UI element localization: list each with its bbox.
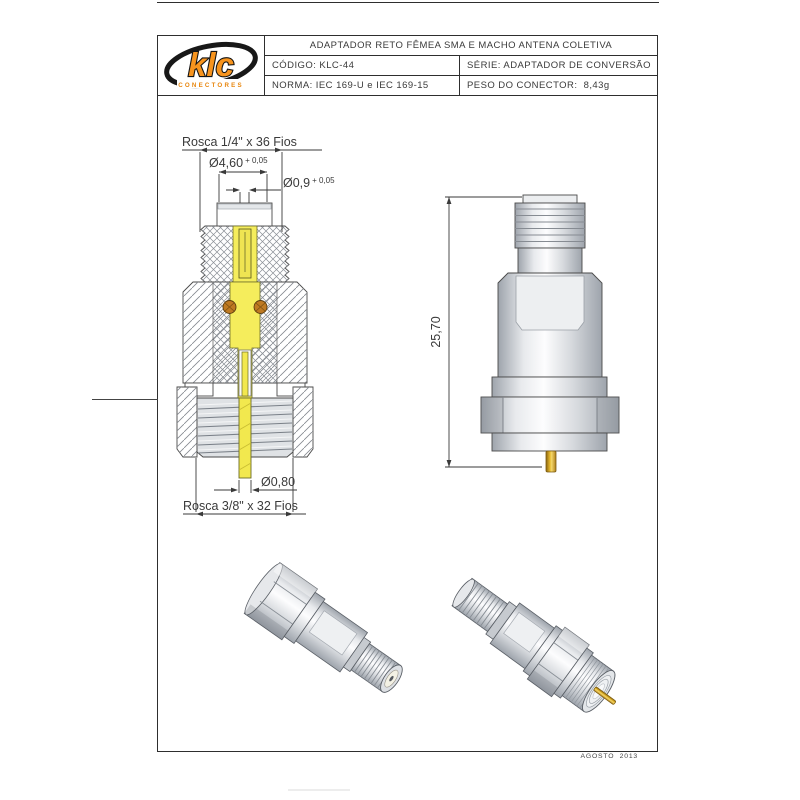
dia-pin-ext-lines bbox=[238, 480, 252, 493]
logo-subtitle-band bbox=[176, 78, 245, 88]
thread-bottom-ext-lines bbox=[195, 458, 294, 512]
iso1-hex-endcap bbox=[244, 563, 283, 616]
klc-logo: klc CONECTORES bbox=[163, 41, 258, 89]
arrow-right-icon bbox=[275, 147, 282, 153]
peso-cell: PESO DO CONECTOR: 8,43g bbox=[460, 76, 657, 95]
codigo-serie-row: CÓDIGO: KLC-44 SÉRIE: ADAPTADOR DE CONVE… bbox=[265, 56, 657, 76]
section-seal-left bbox=[222, 300, 237, 314]
arrow-left-icon bbox=[252, 487, 259, 493]
iso2-hex-facets bbox=[538, 642, 579, 682]
title-row: ADAPTADOR RETO FÊMEA SMA E MACHO ANTENA … bbox=[265, 36, 657, 56]
iso2-thread-endcap bbox=[452, 578, 475, 608]
side-collar bbox=[517, 247, 583, 274]
thread-bottom-label: Rosca 3/8" x 32 Fios bbox=[183, 499, 298, 513]
arrow-right-icon bbox=[260, 169, 267, 175]
side-ring-upper bbox=[491, 376, 608, 398]
side-sma-thread-lines bbox=[515, 208, 585, 242]
title-block: klc CONECTORES ADAPTADOR RETO FÊMEA SMA … bbox=[157, 35, 658, 96]
dia-cap-value: Ø4,60 bbox=[209, 156, 243, 170]
dia-pin-label: Ø0,80 bbox=[261, 475, 295, 489]
iso-view-sma-end bbox=[243, 562, 403, 693]
side-wrench-flat bbox=[515, 275, 585, 331]
iso1-hex-facets bbox=[259, 581, 307, 625]
section-flange-right-hatch bbox=[293, 387, 313, 457]
codigo-cell: CÓDIGO: KLC-44 bbox=[265, 56, 460, 75]
side-tip bbox=[522, 194, 578, 204]
arrow-right-icon bbox=[286, 511, 293, 517]
iso1-wrench-flat bbox=[308, 610, 358, 656]
iso1-socket-hole bbox=[389, 675, 394, 682]
thread-top-ext-lines bbox=[199, 152, 283, 232]
section-pin-hatch bbox=[238, 402, 252, 471]
side-hex-facet-right-shade bbox=[597, 397, 619, 433]
top-rule-line bbox=[157, 2, 659, 3]
iso2-barrel-thread-lines bbox=[565, 657, 610, 709]
section-sleeve-bores bbox=[212, 282, 278, 383]
document-title: ADAPTADOR RETO FÊMEA SMA E MACHO ANTENA … bbox=[309, 40, 613, 51]
side-sma-threads bbox=[514, 202, 586, 249]
dia-socket-ext-lines bbox=[239, 192, 250, 203]
norma-label: NORMA: IEC 169-U e IEC 169-15 bbox=[272, 80, 429, 91]
iso2-hex-highlight bbox=[558, 627, 590, 654]
iso2-hex-shade bbox=[527, 670, 559, 697]
section-seal-right bbox=[253, 300, 268, 314]
serie-cell: SÉRIE: ADAPTADOR DE CONVERSÃO bbox=[460, 56, 657, 75]
norma-peso-row: NORMA: IEC 169-U e IEC 169-15 PESO DO CO… bbox=[265, 76, 657, 95]
dia-cap-label: Ø4,60+ 0,05 bbox=[209, 156, 268, 170]
logo-subtitle: CONECTORES bbox=[178, 82, 244, 89]
dia-socket-value: Ø0,9 bbox=[283, 176, 310, 190]
arrow-left-icon bbox=[200, 147, 207, 153]
iso1-thread-lines bbox=[354, 645, 397, 689]
section-cap-rim bbox=[217, 203, 272, 210]
logo-cell: klc CONECTORES bbox=[158, 36, 265, 95]
dia-cap-ext-lines bbox=[218, 174, 268, 202]
iso2-center-pin bbox=[593, 686, 616, 705]
length-ext-lines bbox=[445, 196, 542, 468]
dia-cap-tolerance: + 0,05 bbox=[245, 156, 268, 165]
logo-text: klc bbox=[188, 46, 234, 83]
norma-cell: NORMA: IEC 169-U e IEC 169-15 bbox=[265, 76, 460, 95]
arrow-up-icon bbox=[446, 197, 452, 204]
arrow-down-icon bbox=[446, 460, 452, 467]
section-flange-left-hatch bbox=[177, 387, 197, 457]
fold-mark-line bbox=[92, 399, 158, 400]
cross-section-view: Rosca 1/4" x 36 Fios Ø4,60+ 0,05 Ø0,9+ 0… bbox=[176, 135, 335, 517]
arrow-right-icon bbox=[231, 487, 238, 493]
side-hex-facet-left-shade bbox=[481, 397, 503, 433]
section-pin-upper bbox=[241, 351, 249, 397]
arrow-left-icon bbox=[196, 511, 203, 517]
side-ring-lower bbox=[491, 432, 608, 452]
iso-view-f-end bbox=[451, 577, 616, 713]
title-block-fields: ADAPTADOR RETO FÊMEA SMA E MACHO ANTENA … bbox=[265, 36, 657, 95]
side-hex-nut bbox=[480, 396, 620, 434]
footer-date: AGOSTO 2013 bbox=[580, 753, 638, 760]
arrow-left-icon bbox=[219, 169, 226, 175]
section-pin-lower bbox=[238, 397, 252, 479]
dia-socket-label: Ø0,9+ 0,05 bbox=[283, 176, 335, 190]
iso2-thread-lines bbox=[458, 582, 505, 630]
iso1-hex-highlight bbox=[273, 562, 318, 599]
iso1-hex-shade bbox=[244, 604, 289, 640]
thread-top-label: Rosca 1/4" x 36 Fios bbox=[182, 135, 297, 149]
arrow-left-icon bbox=[249, 187, 256, 193]
scan-smudge bbox=[288, 789, 350, 791]
serie-label: SÉRIE: ADAPTADOR DE CONVERSÃO bbox=[467, 60, 651, 71]
side-hex-facet-lines bbox=[502, 397, 598, 433]
codigo-label: CÓDIGO: KLC-44 bbox=[272, 60, 355, 71]
peso-label: PESO DO CONECTOR: 8,43g bbox=[467, 80, 610, 91]
dia-socket-tolerance: + 0,05 bbox=[312, 176, 335, 185]
side-center-pin bbox=[545, 450, 557, 473]
arrow-right-icon bbox=[233, 187, 240, 193]
iso2-wrench-flat bbox=[503, 611, 546, 653]
length-dim-label: 25,70 bbox=[429, 316, 443, 347]
side-view: 25,70 bbox=[429, 194, 620, 473]
